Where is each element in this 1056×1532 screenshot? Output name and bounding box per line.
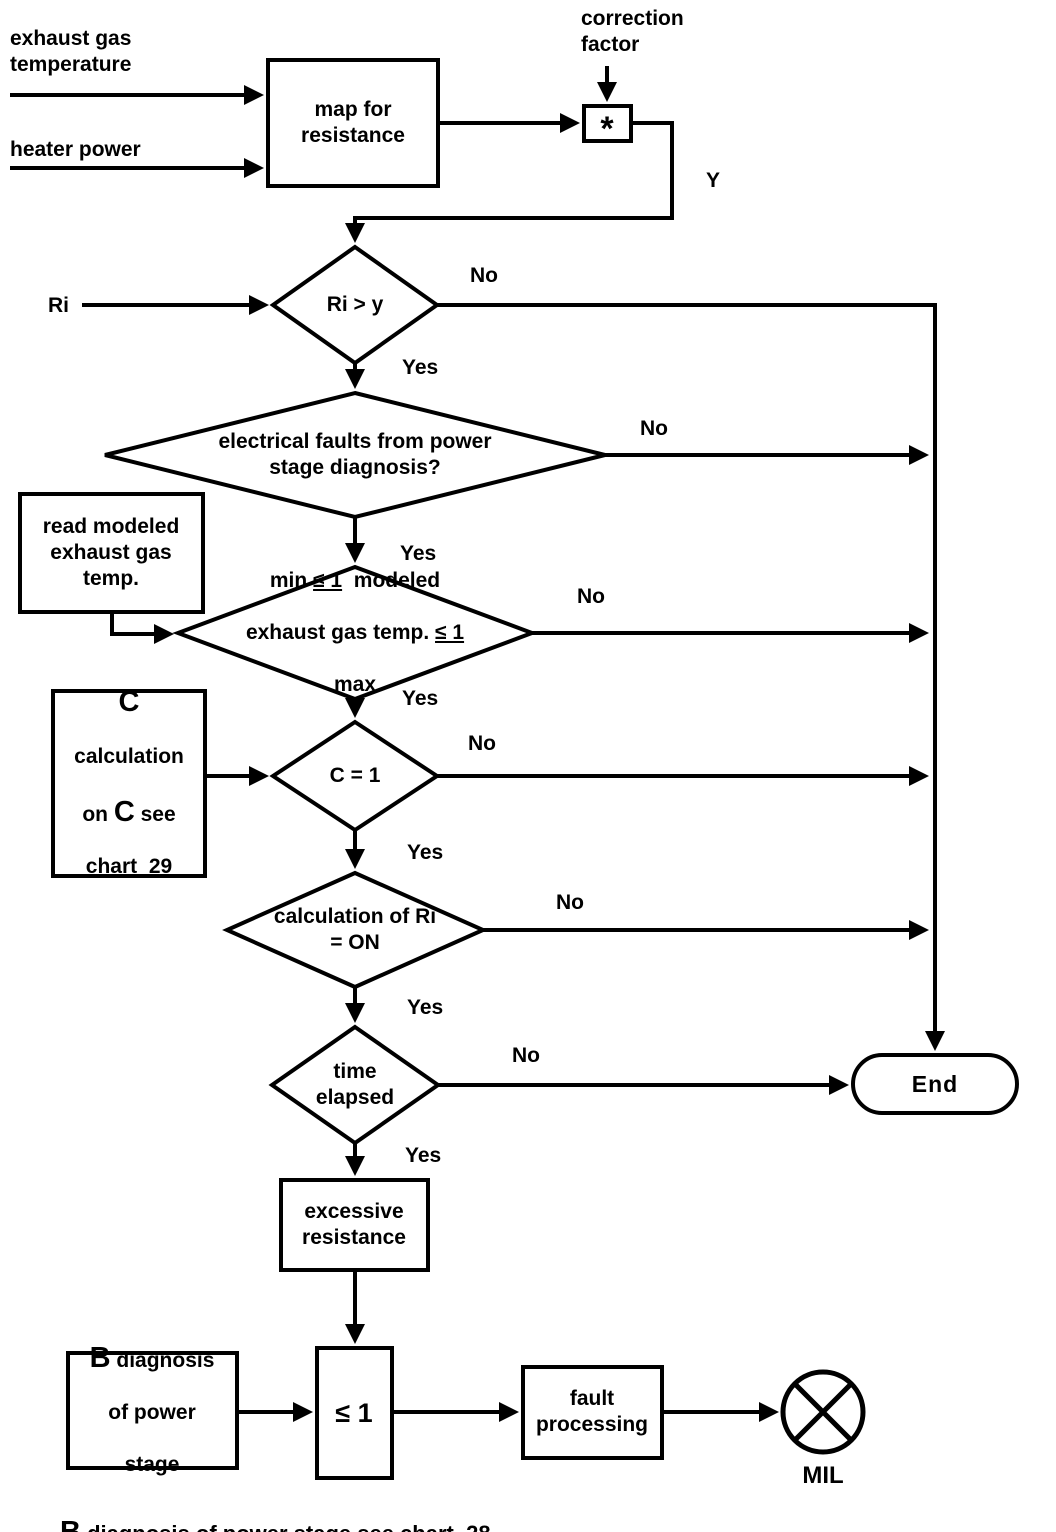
exhaust-gas-temperature-label: exhaust gas temperature xyxy=(10,27,132,76)
b-diagnosis-box xyxy=(66,1351,239,1470)
ri-input-label: Ri xyxy=(48,294,69,317)
decision-calculation-ri-on-label: calculation of Ri = ON xyxy=(273,905,437,954)
read-modeled-temp-label: read modeled exhaust gas temp. xyxy=(42,515,180,590)
footnote-b-big-letter: B xyxy=(60,1516,81,1532)
footnote: B diagnosis of power stage see chart_28 xyxy=(60,1490,491,1532)
end-label: End xyxy=(911,1071,959,1097)
decision-modeled-temp-range xyxy=(172,564,538,702)
c-calculation-box xyxy=(51,689,207,878)
edge-y-to-d1 xyxy=(345,121,674,243)
multiply-box xyxy=(582,104,633,143)
decision-time-elapsed xyxy=(268,1024,442,1146)
d2-no-label: No xyxy=(640,417,668,440)
decision-ri-gt-y xyxy=(269,244,441,366)
multiply-label: * xyxy=(600,110,614,148)
edge-no-collector-to-end xyxy=(437,303,945,1051)
d1-yes-label: Yes xyxy=(402,356,439,379)
d6-no-label: No xyxy=(512,1044,540,1067)
excessive-resistance-box xyxy=(279,1178,430,1272)
c-calculation-label: C calculation on C see chart_29 xyxy=(74,686,184,878)
map-for-resistance-box xyxy=(266,58,440,188)
d5-yes-label: Yes xyxy=(407,996,444,1019)
decision-ri-gt-y-label: Ri > y xyxy=(326,293,384,316)
d5-no-label: No xyxy=(556,891,584,914)
c-big-letter: C xyxy=(118,686,140,718)
decision-c-equals-1 xyxy=(269,719,441,833)
d1-no-label: No xyxy=(470,264,498,287)
c-big-letter-inline: C xyxy=(113,796,135,828)
map-for-resistance-label: map for resistance xyxy=(301,98,405,147)
d2-yes-label: Yes xyxy=(400,542,437,565)
d4-yes-label: Yes xyxy=(407,841,444,864)
fault-processing-label: fault processing xyxy=(535,1387,649,1436)
b-big-letter: B xyxy=(89,1342,111,1374)
y-output-label: Y xyxy=(706,169,721,192)
heater-power-label: heater power xyxy=(10,138,141,161)
decision-calculation-of-ri-on xyxy=(222,870,488,990)
correction-factor-label: correction factor xyxy=(581,7,684,56)
decision-electrical-faults-label: electrical faults from power stage diagn… xyxy=(218,430,492,479)
decision-electrical-faults xyxy=(104,390,606,520)
d4-no-label: No xyxy=(468,732,496,755)
decision-time-elapsed-label: time elapsed xyxy=(315,1060,395,1109)
end-terminator xyxy=(851,1053,1019,1115)
d6-yes-label: Yes xyxy=(405,1144,442,1167)
decision-c-equals-1-label: C = 1 xyxy=(329,764,381,787)
excessive-resistance-label: excessive resistance xyxy=(302,1200,406,1249)
fault-processing-box xyxy=(521,1365,664,1460)
le1-box xyxy=(315,1346,394,1480)
d3-yes-label: Yes xyxy=(402,687,439,710)
edge-read-box-to-d3 xyxy=(110,612,174,644)
decision-modeled-temp-range-label: min ≤ 1 modeled exhaust gas temp. ≤ 1 ma… xyxy=(245,569,465,696)
d3-no-label: No xyxy=(577,585,605,608)
le1-label: ≤ 1 xyxy=(335,1398,373,1428)
mil-lamp-cross-icon xyxy=(792,1381,854,1443)
mil-label: MIL xyxy=(802,1462,844,1489)
read-modeled-temp-box xyxy=(18,492,205,614)
b-diagnosis-label: B diagnosis of power stage xyxy=(89,1342,215,1476)
